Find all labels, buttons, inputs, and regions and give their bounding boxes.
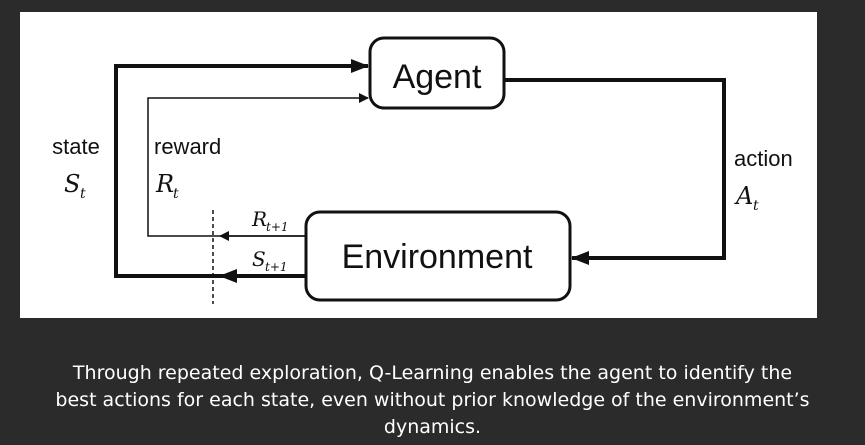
- agent-box: [368, 36, 506, 110]
- rl-diagram-panel: Agent Environment state S t reward R t a…: [20, 12, 817, 318]
- reward-word: reward: [154, 134, 221, 159]
- action-symbol: A: [734, 182, 753, 210]
- next-reward-subscript: t+1: [266, 220, 289, 234]
- caption-line-2: best actions for each state, even withou…: [55, 389, 810, 411]
- action-word: action: [734, 146, 793, 171]
- reward-subscript: t: [173, 186, 179, 202]
- state-word: state: [52, 134, 100, 159]
- environment-label: Environment: [342, 238, 533, 276]
- action-arrow: [504, 78, 726, 265]
- action-subscript: t: [753, 198, 759, 214]
- state-symbol: S: [64, 170, 80, 198]
- reward-symbol: R: [155, 170, 174, 198]
- rl-loop-diagram: Agent Environment state S t reward R t a…: [52, 36, 793, 304]
- next-reward-symbol: R: [251, 207, 267, 231]
- state-subscript: t: [80, 186, 86, 202]
- caption-line-3: dynamics.: [383, 416, 482, 438]
- state-arrow: [114, 59, 369, 278]
- environment-box: [304, 210, 572, 302]
- next-state-subscript: t+1: [265, 260, 288, 274]
- caption-line-1: Through repeated exploration, Q-Learning…: [72, 362, 793, 384]
- next-state-symbol: S: [252, 247, 266, 271]
- caption: Through repeated exploration, Q-Learning…: [0, 360, 865, 441]
- agent-label: Agent: [393, 58, 482, 96]
